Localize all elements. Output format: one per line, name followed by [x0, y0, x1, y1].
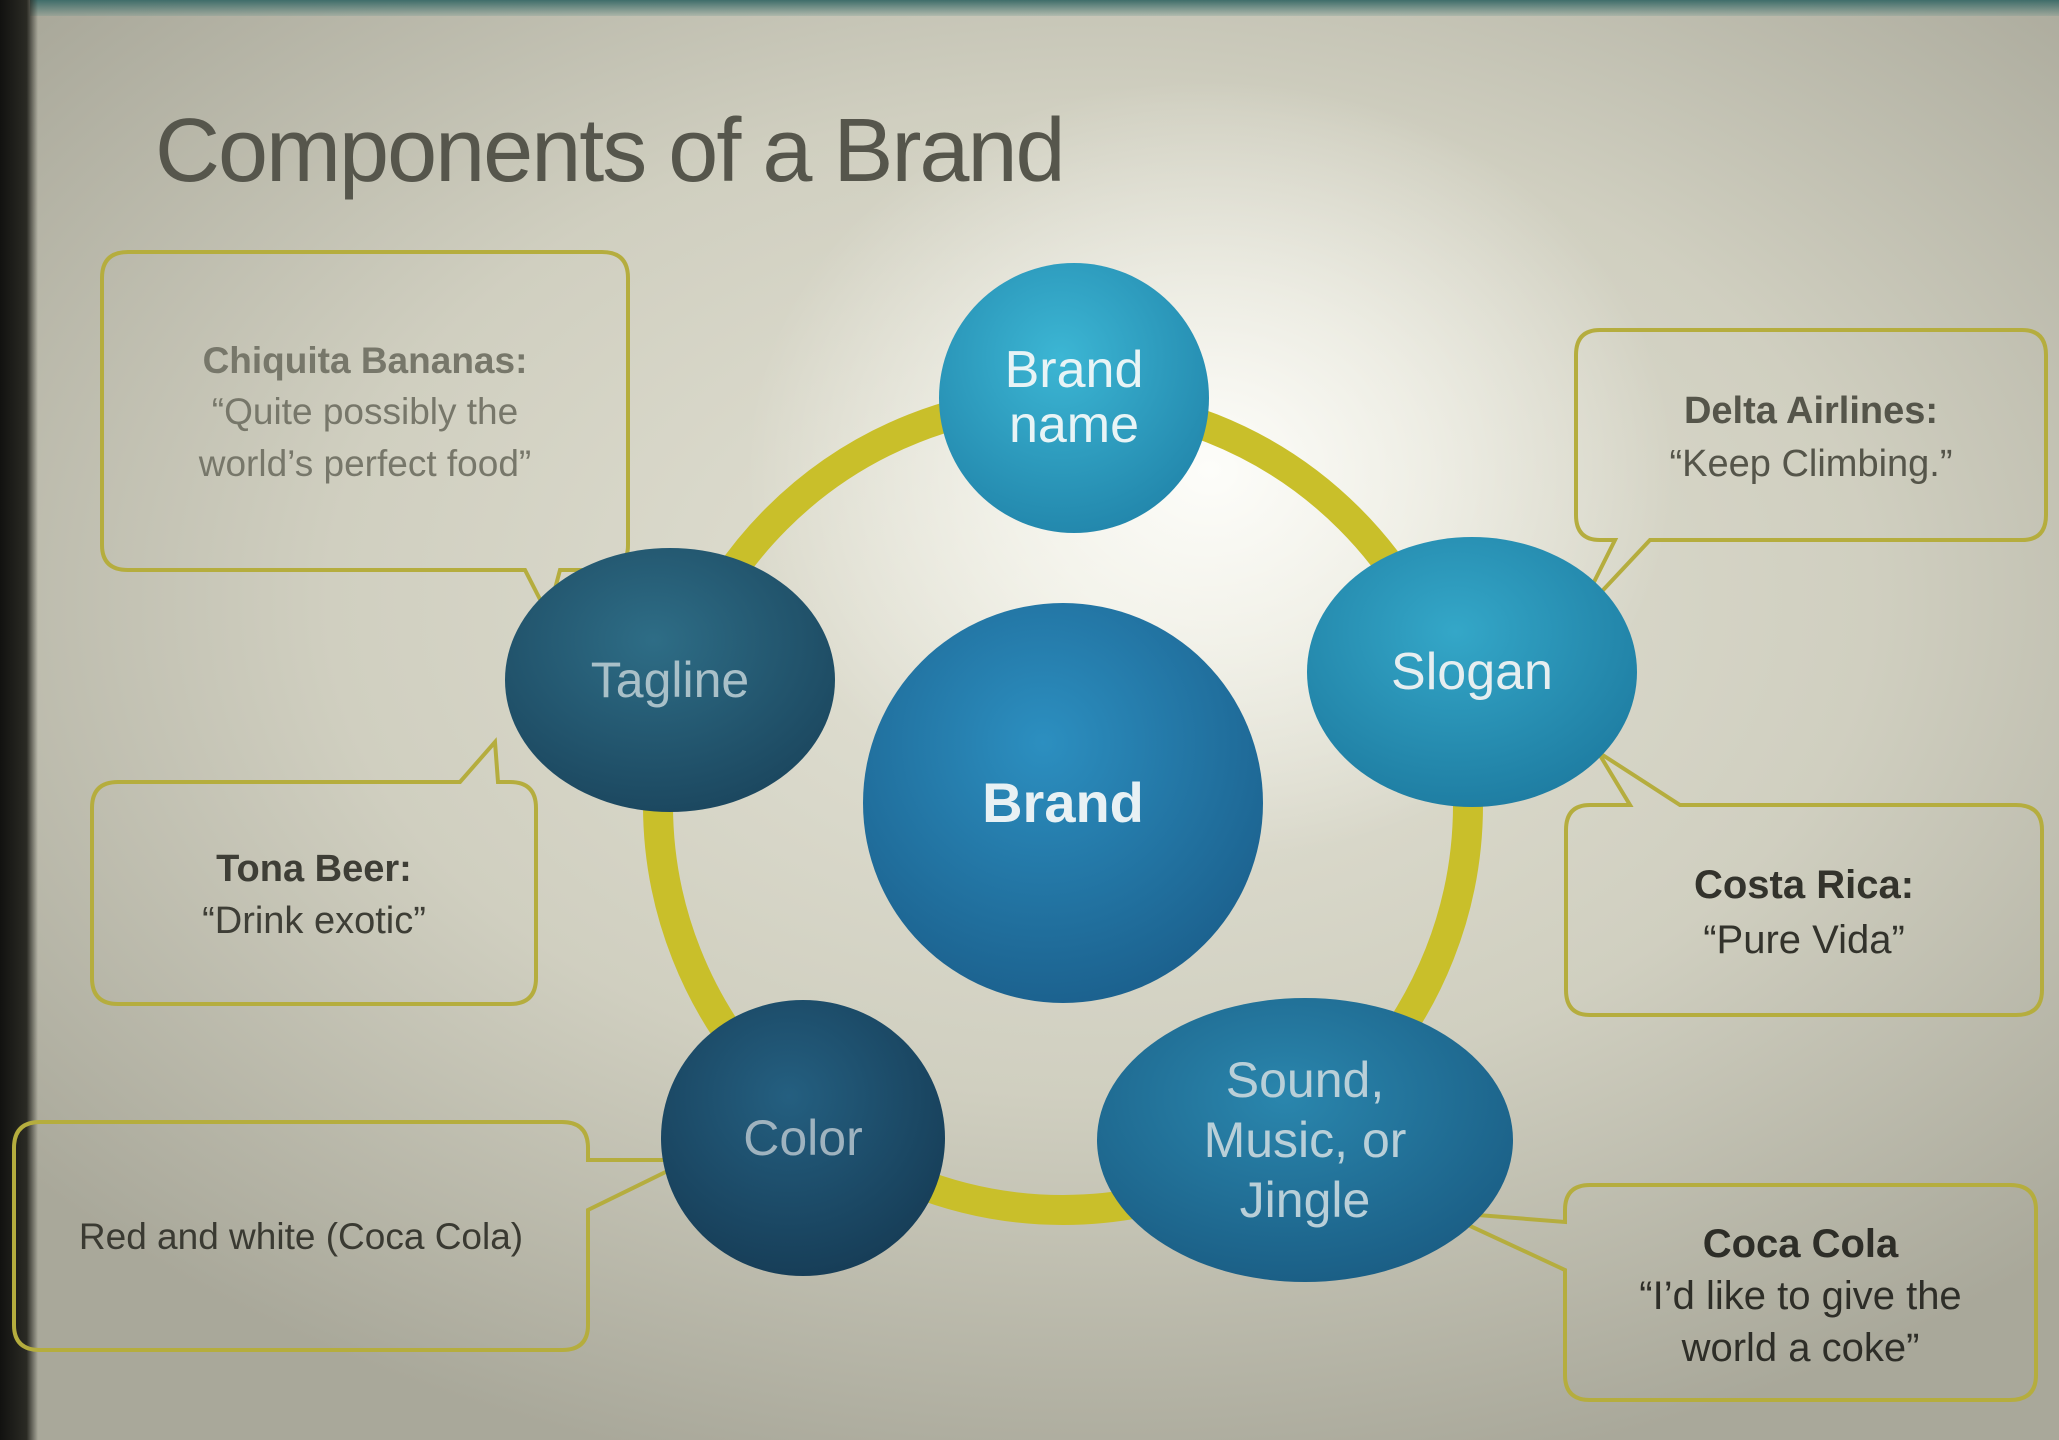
- node-tagline: Tagline: [590, 651, 750, 708]
- node-color: Color: [743, 1109, 863, 1166]
- callout-bubble-tona: [90, 737, 538, 1006]
- node-color-circle: [661, 1000, 945, 1276]
- callout-chiquita-heading: Chiquita Bananas:: [202, 340, 528, 382]
- callout-bubble-delta: [1573, 328, 2048, 622]
- node-slogan: Slogan: [1391, 642, 1553, 701]
- node-tagline-circle: [505, 548, 835, 812]
- callout-bubble-coca-cola-jingle: [1439, 1183, 2038, 1402]
- callout-coca-cola-color: Red and white (Coca Cola): [18, 1128, 584, 1346]
- callout-chiquita-text: “Quite possibly the world’s perfect food…: [198, 391, 532, 484]
- callout-costa-rica: Costa Rica: “Pure Vida”: [1570, 815, 2038, 1011]
- callout-coca-cola-jingle-heading: Coca Cola: [1702, 1222, 1899, 1266]
- slide-title: Components of a Brand: [155, 101, 1066, 201]
- callout-coca-cola-jingle: Coca Cola “I’d like to give the world a …: [1569, 1195, 2032, 1397]
- node-sound-music-jingle: Sound, Music, or Jingle: [1203, 1052, 1407, 1228]
- node-brand-center: Brand: [982, 770, 1144, 834]
- node-brand-name: Brand name: [1004, 341, 1144, 454]
- callout-coca-cola-jingle-text: “I’d like to give the world a coke”: [1639, 1274, 1962, 1370]
- node-brand-center-circle: [863, 603, 1263, 1003]
- callout-chiquita: Chiquita Bananas: “Quite possibly the wo…: [110, 262, 620, 562]
- left-edge-shadow: [0, 0, 38, 1440]
- callout-coca-cola-color-text: Red and white (Coca Cola): [78, 1216, 524, 1258]
- callout-tona-heading: Tona Beer:: [216, 847, 412, 890]
- callout-bubble-coca-cola-color: [12, 1120, 691, 1352]
- callout-delta-text: “Keep Climbing.”: [1669, 442, 1953, 485]
- node-sound-circle: [1097, 998, 1513, 1282]
- callout-costa-rica-heading: Costa Rica:: [1693, 862, 1915, 907]
- callout-bubble-costa-rica: [1564, 750, 2044, 1017]
- callout-tona-text: “Drink exotic”: [202, 900, 426, 942]
- node-brand-name-circle: [939, 263, 1209, 533]
- callout-costa-rica-text: “Pure Vida”: [1703, 918, 1905, 962]
- callout-tona: Tona Beer: “Drink exotic”: [96, 790, 532, 1000]
- callout-delta: Delta Airlines: “Keep Climbing.”: [1580, 340, 2042, 535]
- node-slogan-circle: [1307, 537, 1637, 807]
- top-band: [30, 0, 2059, 16]
- callout-delta-heading: Delta Airlines:: [1683, 390, 1939, 433]
